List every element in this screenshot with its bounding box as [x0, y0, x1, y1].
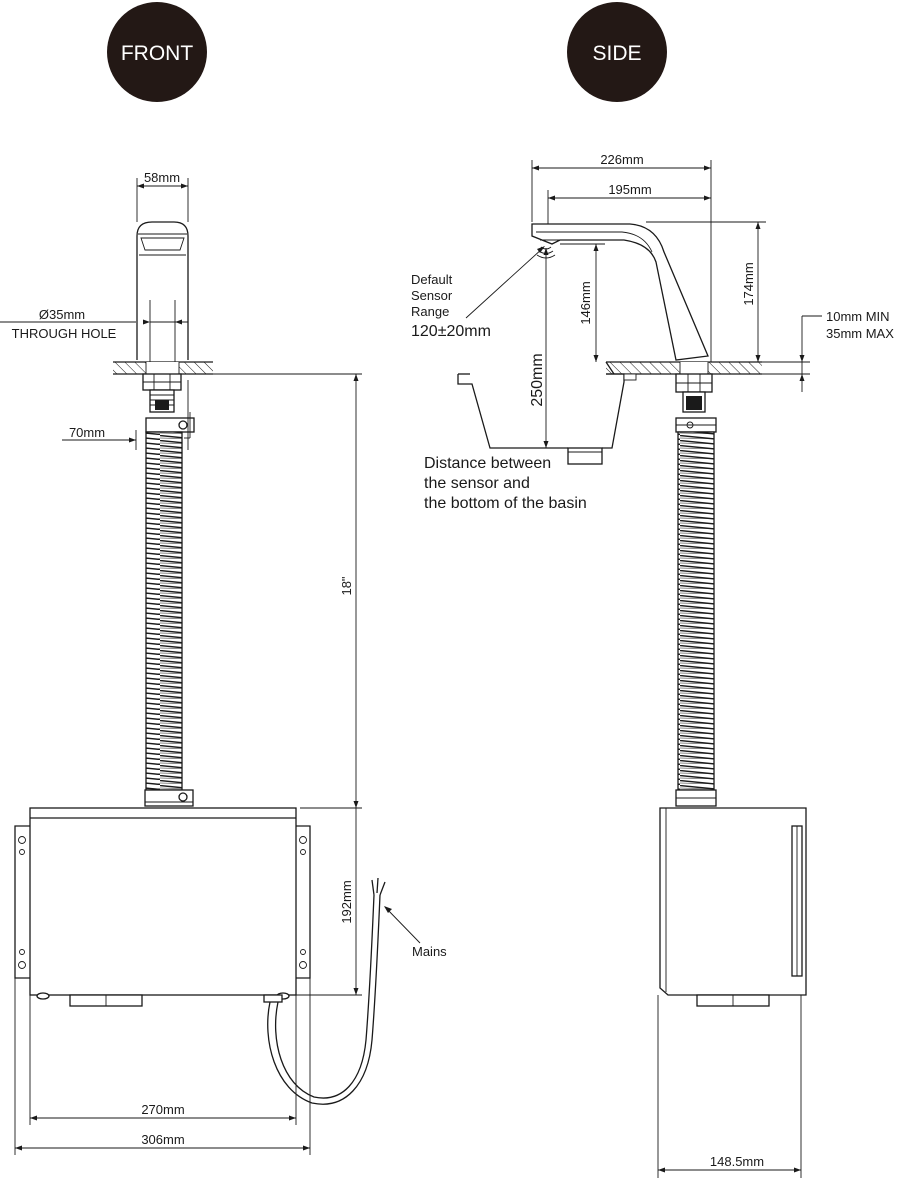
- side-spout-height-dimension: 146mm: [560, 243, 605, 362]
- front-mains-label: Mains: [412, 944, 447, 959]
- side-upper-hose-clamp: [675, 417, 717, 433]
- side-badge-label: SIDE: [592, 42, 641, 65]
- side-box-depth-dimension: 148.5mm: [657, 995, 802, 1178]
- side-spout: [531, 221, 766, 361]
- side-countertop: [605, 361, 762, 375]
- side-basin: [457, 373, 637, 465]
- front-box-outer-width-label: 306mm: [141, 1132, 184, 1147]
- side-sensor-range-label: 120±20mm: [411, 323, 491, 340]
- front-hole-label: THROUGH HOLE: [12, 326, 117, 341]
- side-sensor-label-3: Range: [411, 304, 449, 319]
- front-mounting-nut: [142, 373, 182, 413]
- side-control-box: [659, 807, 807, 1007]
- side-sensor-label-1: Default: [411, 272, 453, 287]
- side-basin-note-line-1: Distance between: [424, 455, 551, 472]
- front-badge-label: FRONT: [121, 42, 193, 65]
- side-deck-thickness-dimension: 10mm MIN 35mm MAX: [762, 309, 894, 392]
- side-deck-max-label: 35mm MAX: [826, 326, 894, 341]
- side-basin-distance-label: 250mm: [529, 353, 546, 406]
- front-box-height-label: 192mm: [339, 880, 354, 923]
- side-basin-note-line-3: the bottom of the basin: [424, 495, 587, 512]
- front-badge: FRONT: [107, 2, 207, 102]
- side-box-depth-label: 148.5mm: [710, 1154, 764, 1169]
- front-spout-width-dimension: 58mm: [136, 170, 189, 222]
- side-view: 226mm 195mm Default Sensor Ran: [411, 152, 894, 1178]
- front-box-inner-width-dimension: 270mm: [29, 995, 297, 1125]
- front-lower-hose-clamp: [144, 789, 194, 807]
- front-spout-width-label: 58mm: [144, 170, 180, 185]
- side-badge: SIDE: [567, 2, 667, 102]
- front-hose-offset-label: 70mm: [69, 425, 105, 440]
- front-mains-cable: [267, 877, 386, 1105]
- side-overall-length-dimension: 226mm: [531, 152, 712, 362]
- side-overall-height-label: 174mm: [741, 262, 756, 305]
- side-basin-note-line-2: the sensor and: [424, 475, 530, 492]
- side-spout-reach-label: 195mm: [608, 182, 651, 197]
- front-flexible-hose: [145, 431, 183, 791]
- front-mains-callout: Mains: [384, 906, 447, 959]
- side-deck-min-label: 10mm MIN: [826, 309, 890, 324]
- front-view: 58mm Ø35mm THROUGH HOLE: [0, 170, 447, 1155]
- side-spout-height-label: 146mm: [578, 281, 593, 324]
- front-box-inner-width-label: 270mm: [141, 1102, 184, 1117]
- side-basin-note: Distance between the sensor and the bott…: [424, 455, 587, 512]
- front-hose-length-dimension: 18": [213, 373, 362, 809]
- front-hose-offset-dimension: 70mm: [62, 380, 189, 450]
- front-hole-diameter-label: Ø35mm: [39, 307, 85, 322]
- front-countertop: [113, 361, 213, 375]
- side-sensor-label-2: Sensor: [411, 288, 453, 303]
- side-sensor-callout: Default Sensor Range 120±20mm: [411, 246, 545, 340]
- front-through-hole-dimension: Ø35mm THROUGH HOLE: [0, 300, 188, 362]
- side-lower-hose-clamp: [675, 789, 717, 807]
- side-spout-reach-dimension: 195mm: [547, 182, 711, 230]
- side-mounting-nut: [675, 373, 713, 413]
- side-overall-height-dimension: 174mm: [741, 222, 761, 362]
- side-basin-distance-dimension: 250mm: [529, 248, 549, 448]
- front-control-box: [14, 807, 311, 1007]
- side-overall-length-label: 226mm: [600, 152, 643, 167]
- front-hose-length-label: 18": [339, 576, 354, 595]
- side-flexible-hose: [677, 431, 715, 791]
- front-spout: [136, 221, 189, 360]
- front-box-height-dimension: 192mm: [296, 808, 362, 996]
- front-box-outer-width-dimension: 306mm: [14, 978, 311, 1155]
